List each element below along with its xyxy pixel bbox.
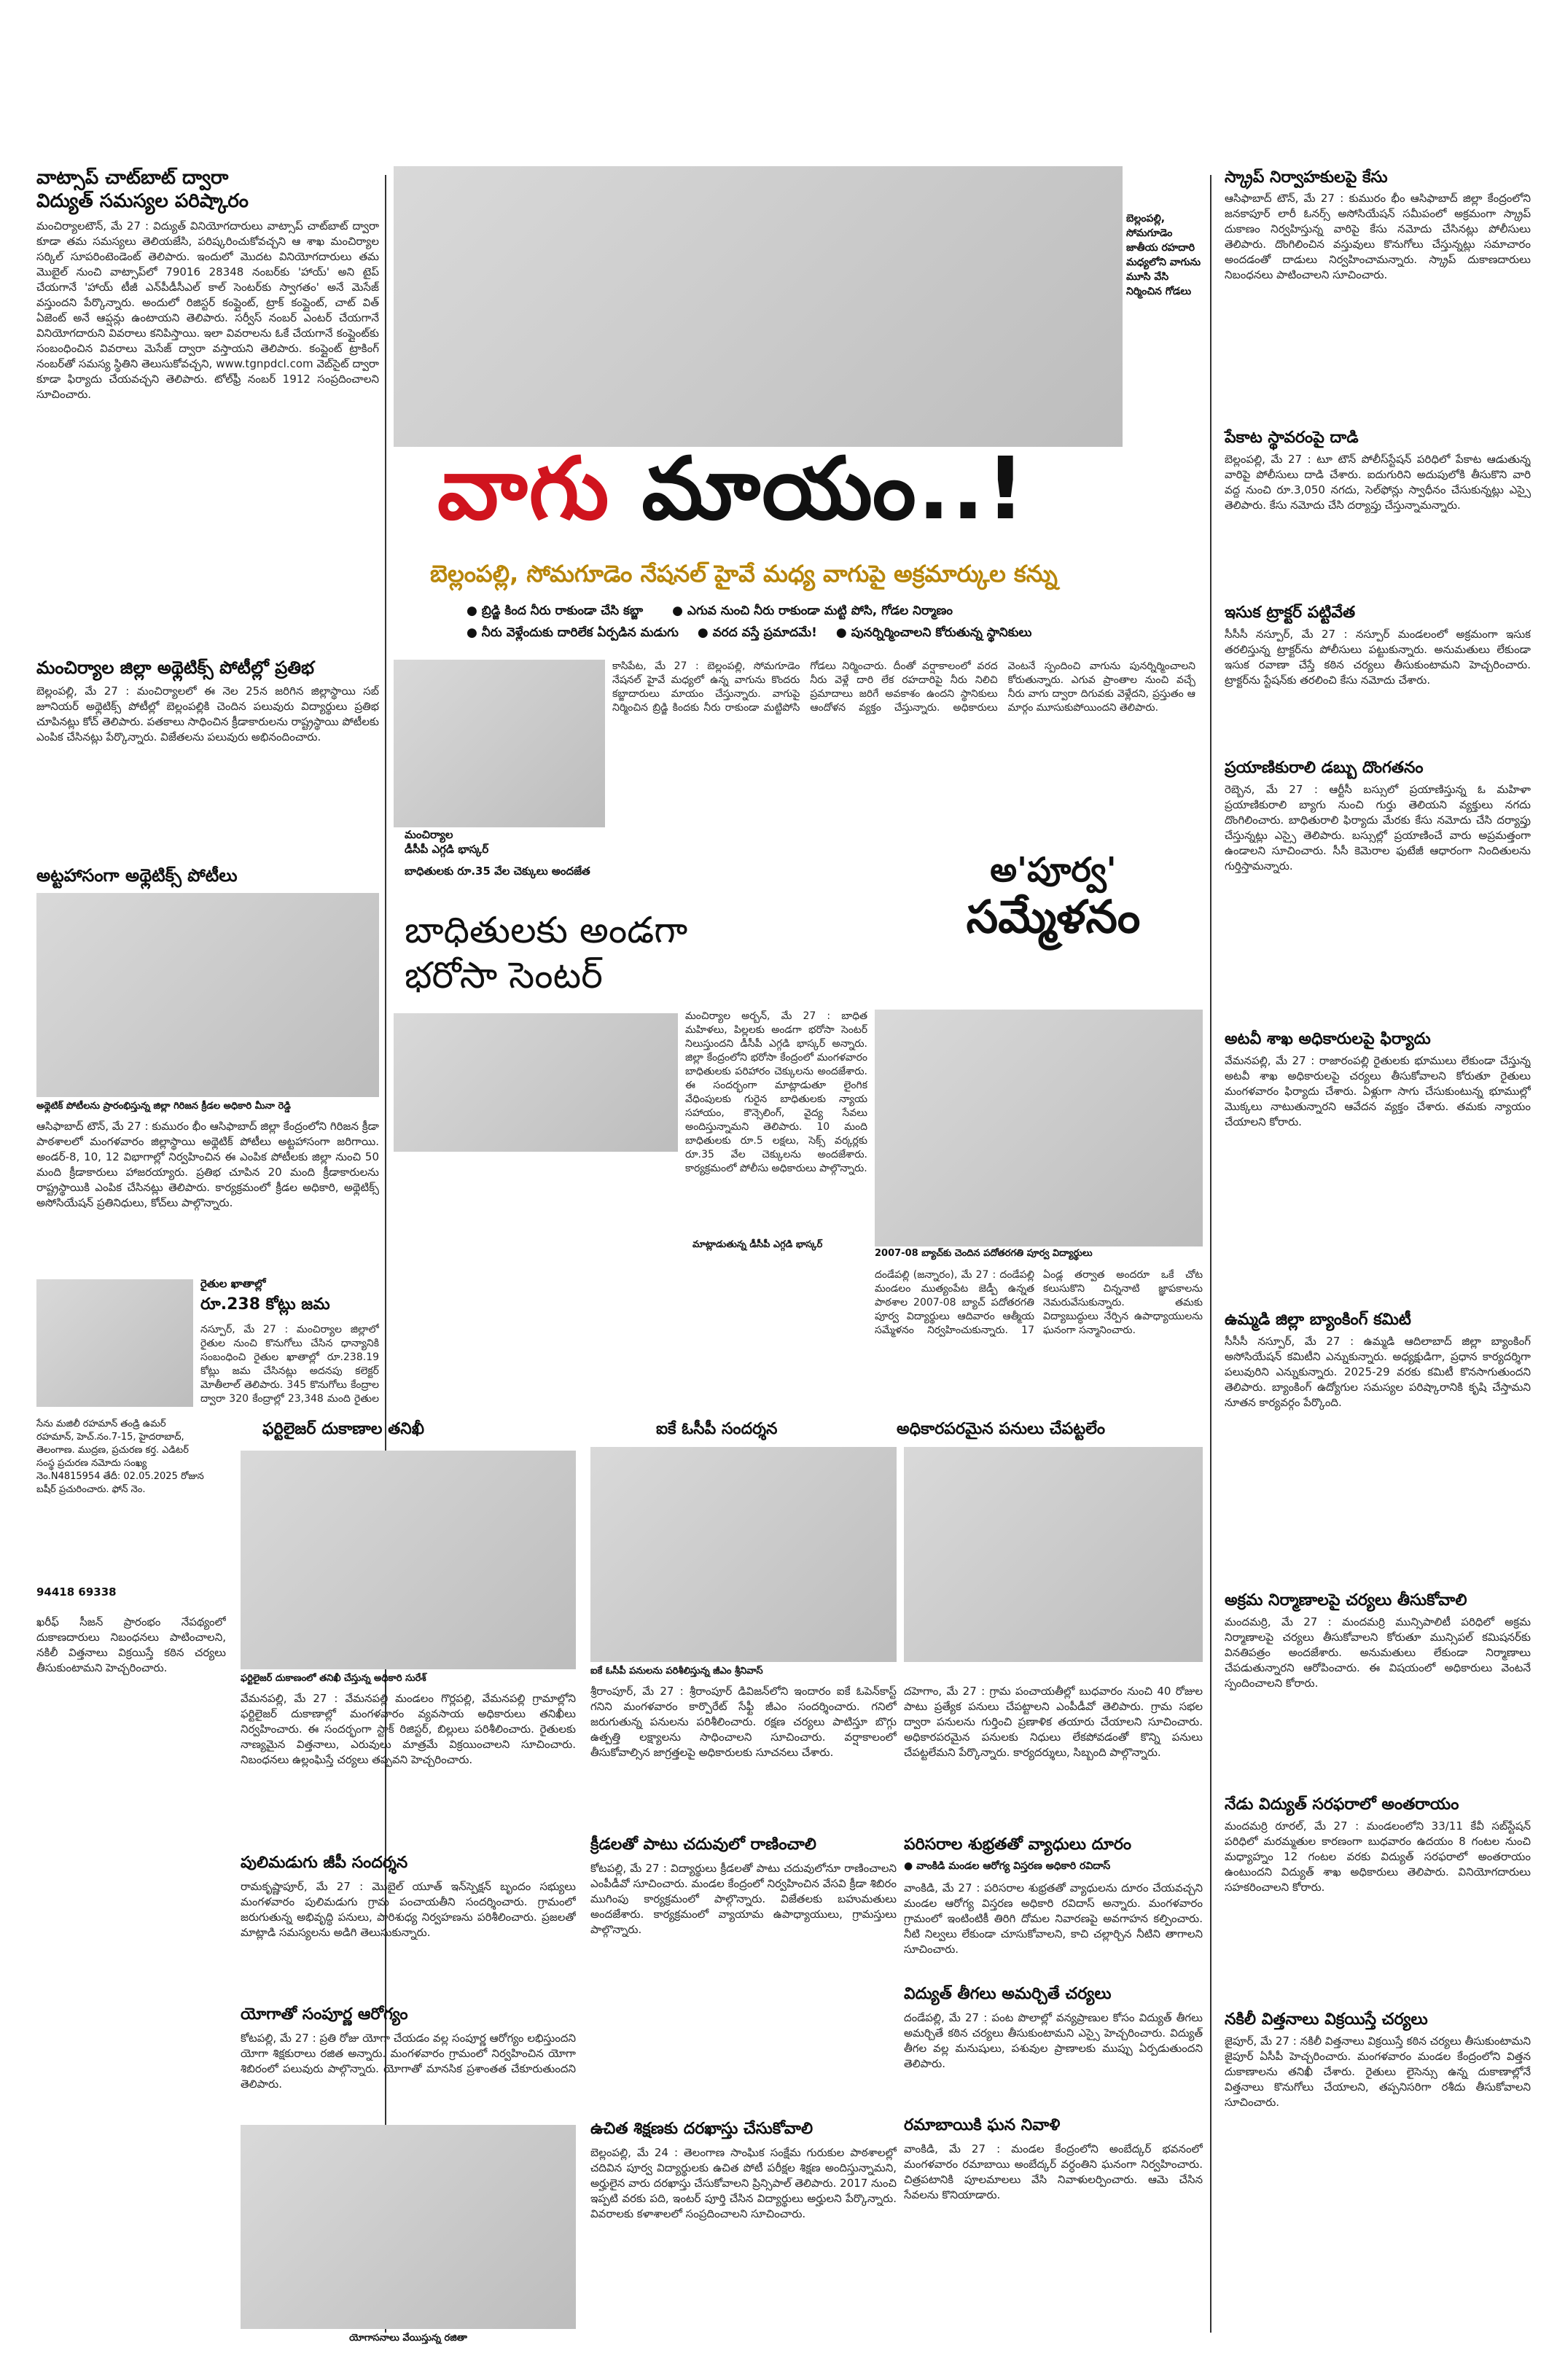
ramabai-body: వాంకిడి, మే 27 : మండల కేంద్రంలోని అంబేద్… [904, 2142, 1203, 2201]
photo-caption: ఫర్టిలైజర్ దుకాణంలో తనిఖీ చేస్తున్న అధిక… [241, 1673, 426, 1684]
article-side: ఖరీఫ్ సీజన్ ప్రారంభం నేపథ్యంలో దుకాణదారు… [36, 1615, 226, 1674]
article-athletics: అట్టహాసంగా అథ్లెటిక్స్ పోటీలు [36, 864, 379, 887]
headline-gambling: పేకాట స్థావరంపై దాడి [1225, 429, 1359, 447]
photo-caption: అథ్లెటిక్ పోటీలను ప్రారంభిస్తున్న జిల్లా… [36, 1101, 291, 1112]
article-body: ఆసిఫాబాద్ టౌన్, మే 27 : కుమురం భీం ఆసిఫా… [36, 1120, 379, 1209]
headline-2: విద్యుత్ సమస్యల పరిష్కారం [36, 190, 249, 212]
gambling-body: బెల్లంపల్లి, మే 27 : టూ టౌన్ పోలీస్‌స్టే… [1225, 453, 1531, 512]
photo-works [904, 1447, 1203, 1662]
article-body: వేమనపల్లి, మే 27 : వేమనపల్లి మండలం గొర్ల… [241, 1692, 576, 1766]
photo-ik-ocp [590, 1447, 897, 1662]
sports-body: కోటపల్లి, మే 27 : విద్యార్థులు క్రీడలతో … [590, 1862, 897, 1936]
bharosa-headline: బాధితులకు అండగా భరోసా సెంటర్ [405, 909, 688, 996]
byline-place: మంచిర్యాల [405, 828, 453, 841]
column-rule-right [1210, 175, 1211, 2333]
banking-body: సీసీసీ నస్పూర్, మే 27 : ఉమ్మడి ఆదిలాబాద్… [1225, 1335, 1531, 1409]
headline-illegal-constructions: అక్రమ నిర్మాణాలపై చర్యలు తీసుకోవాలి [1225, 1591, 1467, 1610]
headline-scrap: స్క్రాప్ నిర్వాహకులపై కేసు [1225, 168, 1388, 187]
scrap-body: ఆసిఫాబాద్ టౌన్, మే 27 : కుమురం భీం ఆసిఫా… [1225, 192, 1531, 281]
imprint-phone: 94418 69338 [36, 1585, 117, 1599]
works-body: దహెగాం, మే 27 : గ్రామ పంచాయతీల్లో బుధవార… [904, 1685, 1203, 1759]
bharosa-caption: మాట్లాడుతున్న డీసీపీ ఎగ్గడి భాస్కర్ [692, 1239, 823, 1250]
article-body: రామకృష్ణాపూర్, మే 27 : మొబైల్ యూత్ ఇన్‌స… [241, 1880, 576, 1939]
headline-power-cut: నేడు విద్యుత్ సరఫరాలో అంతరాయం [1225, 1795, 1459, 1814]
headline-power-wires: విద్యుత్ తీగలు అమర్చితే చర్యలు [904, 1985, 1112, 2003]
article-body: మంచిర్యాలటౌన్, మే 27 : విద్యుత్ వినియోగద… [36, 219, 379, 401]
article-athletics-district: మంచిర్యాల జిల్లా అథ్లెటిక్స్ పోటీల్లో ప్… [36, 656, 379, 859]
headline: వాట్సాప్ చాట్‌బాట్ ద్వారా [36, 167, 229, 189]
power-body: దండేపల్లి, మే 27 : పంట పొలాల్లో వన్యప్రా… [904, 2011, 1203, 2070]
apoorva-caption: 2007-08 బ్యాచ్‌కు చెందిన పదోతరగతి పూర్వ … [875, 1248, 1093, 1259]
headline-theft: ప్రయాణికురాలి డబ్బు దొంగతనం [1225, 759, 1424, 777]
photo-alumni [875, 1010, 1203, 1246]
apoorva-line2: సమ్మేళనం [966, 890, 1141, 943]
byline: మంచిర్యాల డీసీపీ ఎగ్గడి భాస్కర్ [405, 827, 601, 857]
headline-forest-complaint: అటవీ శాఖ అధికారులపై ఫిర్యాదు [1225, 1030, 1431, 1048]
apoorva-title: అ'పూర్వ' సమ్మేళనం [897, 849, 1210, 944]
headline-sports: క్రీడలతో పాటు చదువులో రాణించాలి [590, 1835, 816, 1854]
headline-banking: ఉమ్మడి జిల్లా బ్యాంకింగ్ కమిటీ [1225, 1311, 1411, 1329]
main-photo-canal [394, 166, 1123, 447]
ik-body: శ్రీరాంపూర్, మే 27 : శ్రీరాంపూర్ డివిజన్… [590, 1685, 897, 1759]
photo-athletics [36, 893, 379, 1097]
headline-pulimadugu: పులిమడుగు జీపీ సందర్శన [241, 1854, 408, 1872]
bullet-3: ● నీరు వెళ్లేందుకు దారిలేక ఏర్పడిన మడుగు [467, 625, 679, 640]
cleanliness-sub: ● వాంకిడి మండల ఆరోగ్య విస్తరణ అధికారి రవ… [904, 1860, 1111, 1872]
photo-farmers [36, 1279, 193, 1407]
headline: రూ.238 కోట్లు జమ [200, 1295, 330, 1314]
bullet-5: ● పునర్నిర్మించాలని కోరుతున్న స్థానికులు [835, 625, 1032, 640]
photo-fertilizer [241, 1451, 576, 1669]
headline-cleanliness: పరిసరాల శుభ్రతతో వ్యాధులు దూరం [904, 1835, 1132, 1854]
headline-yoga: యోగాతో సంపూర్ణ ఆరోగ్యం [241, 2005, 408, 2024]
cleanliness-body: వాంకిడి, మే 27 : పరిసరాల శుభ్రతతో వ్యాధు… [904, 1881, 1203, 1956]
article-body: నస్పూర్, మే 27 : మంచిర్యాల జిల్లాలో రైతు… [200, 1324, 379, 1405]
main-title-red: వాగు [437, 438, 611, 539]
photo-yoga [241, 2125, 576, 2329]
article-farmers-payment: రైతుల ఖాతాల్లో రూ.238 కోట్లు జమ [200, 1277, 379, 1316]
sand-body: సీసీసీ నస్పూర్, మే 27 : నస్పూర్ మండలంలో … [1225, 628, 1531, 687]
headline: మంచిర్యాల జిల్లా అథ్లెటిక్స్ పోటీల్లో ప్… [36, 658, 314, 678]
headline-fake-seeds: నకిలీ విత్తనాలు విక్రయిస్తే చర్యలు [1225, 2010, 1428, 2029]
imprint-text: సేను మజిలీ రహమాన్ తండ్రి ఉమర్ రహమాన్, హె… [36, 1419, 204, 1495]
byline-name: డీసీపీ ఎగ్గడి భాస్కర్ [405, 843, 489, 856]
main-bullets: ● బ్రిడ్జి కింద నీరు రాకుండా చేసి కబ్జా … [467, 604, 1195, 643]
theft-body: రెబ్బెన, మే 27 : ఆర్టీసీ బస్సులో ప్రయాణి… [1225, 783, 1531, 873]
photo-bharosa [394, 1013, 678, 1152]
kicker: రైతుల ఖాతాల్లో [200, 1277, 266, 1290]
headline-ramabai: రమాబాయికి ఘన నివాళి [904, 2116, 1061, 2134]
free-body: బెల్లంపల్లి, మే 24 : తెలంగాణ సాంఘిక సంక్… [590, 2146, 897, 2220]
photo-caption: యోగాసనాలు వేయిస్తున్న రజితా [349, 2333, 467, 2344]
bullet-4: ● వరద వస్తే ప్రమాదమే! [697, 625, 817, 640]
fake-seeds-body: జైపూర్, మే 27 : నకిలీ విత్తనాలు విక్రయిస… [1225, 2034, 1531, 2109]
ik-caption: ఐకే ఓసీపీ పనులను పరిశీలిస్తున్న జీఎం శ్ర… [590, 1666, 763, 1677]
main-photo-caption: బెల్లంపల్లి, సోమగూడెం జాతీయ రహదారి మధ్యల… [1126, 213, 1201, 297]
power-cut-body: మందమర్రి రూరల్, మే 27 : మండలంలోని 33/11 … [1225, 1819, 1531, 1894]
bullet-2: ● ఎగువ నుంచి నీరు రాకుండా మట్టి పోసి, గో… [672, 604, 953, 618]
headline-ik-ocp: ఐకే ఓసీపీ సందర్శన [656, 1420, 778, 1438]
main-title: వాగు మాయం..! [437, 437, 1181, 539]
victims-line: బాధితులకు రూ.35 వేల చెక్కులు అందజేత [405, 865, 590, 878]
main-subtitle: బెల్లంపల్లి, సోమగూడెం నేషనల్ హైవే మధ్య వ… [430, 560, 1058, 588]
headline-free-training: ఉచిత శిక్షణకు దరఖాస్తు చేసుకోవాలి [590, 2120, 813, 2138]
apoorva-body: దండేపల్లి (జన్నారం), మే 27 : దండేపల్లి మ… [875, 1269, 1203, 1336]
bharosa-body: మంచిర్యాల అర్బన్, మే 27 : బాధిత మహిళలు, … [685, 1010, 867, 1174]
headline-fertilizer: ఫర్టిలైజర్ దుకాణాల తనిఖీ [262, 1420, 424, 1438]
main-title-black: మాయం..! [641, 438, 1027, 539]
headline-works: అధికారపరమైన పనులు చేపట్టలేం [897, 1420, 1105, 1438]
bullet-1: ● బ్రిడ్జి కింద నీరు రాకుండా చేసి కబ్జా [467, 604, 644, 618]
constructions-body: మందమర్రి, మే 27 : మందమర్రి మున్సిపాలిటీ … [1225, 1615, 1531, 1690]
article-body: కోటపల్లి, మే 27 : ప్రతి రోజు యోగా చేయడం … [241, 2032, 576, 2091]
photo-canal-small [394, 660, 605, 827]
article-whatsapp: వాట్సాప్ చాట్‌బాట్ ద్వారా విద్యుత్ సమస్య… [36, 166, 379, 634]
headline-sand-tractor: ఇసుక ట్రాక్టర్ పట్టివేత [1225, 604, 1356, 622]
main-body: కాసిపేట, మే 27 : బెల్లంపల్లి, సోమగూడెం న… [612, 660, 1195, 714]
article-body: బెల్లంపల్లి, మే 27 : మంచిర్యాలలో ఈ నెల 2… [36, 684, 379, 744]
forest-body: వేమనపల్లి, మే 27 : రాజారంపల్లి రైతులకు భ… [1225, 1054, 1531, 1128]
column-rule-left [385, 175, 386, 2333]
imprint: సేను మజిలీ రహమాన్ తండ్రి ఉమర్ రహమాన్, హె… [36, 1418, 204, 1599]
headline: అట్టహాసంగా అథ్లెటిక్స్ పోటీలు [36, 865, 238, 886]
apoorva-line1: అ'పూర్వ' [990, 850, 1117, 889]
